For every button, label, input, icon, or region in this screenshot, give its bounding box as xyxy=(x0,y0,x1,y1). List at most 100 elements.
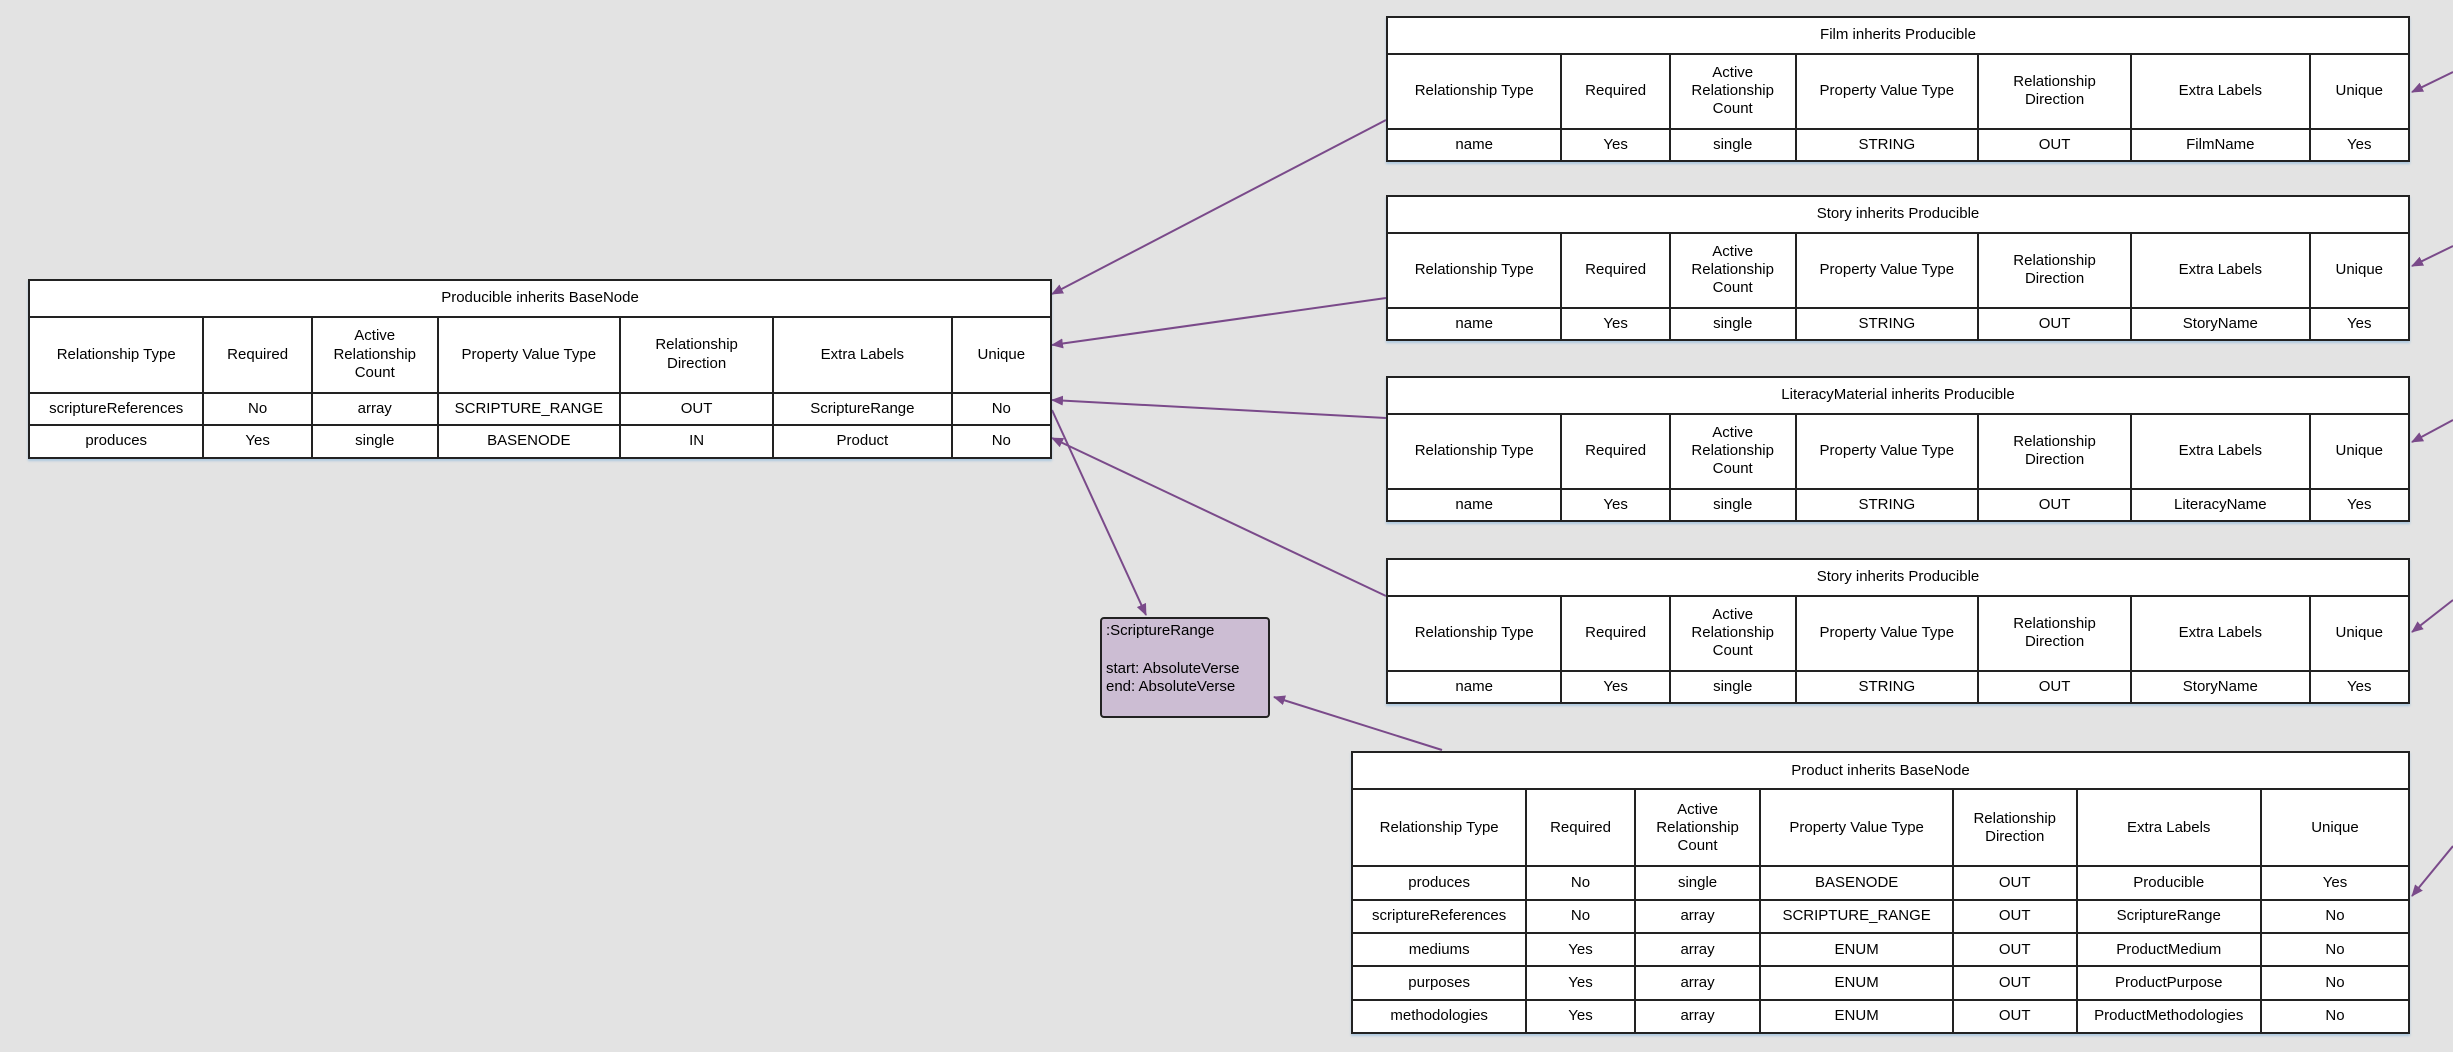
table-cell: ProductPurpose xyxy=(2075,965,2262,1001)
table-cell: name xyxy=(1385,669,1563,705)
table-cell: name xyxy=(1385,127,1563,163)
column-header: Active Relationship Count xyxy=(1668,52,1797,130)
table-cell: Yes xyxy=(2308,127,2411,163)
table-cell: No xyxy=(2259,932,2411,968)
table-cell: Yes xyxy=(202,424,313,459)
table-cell: name xyxy=(1385,306,1563,342)
table-cell: scriptureReferences xyxy=(27,391,205,427)
column-header: Relationship Type xyxy=(27,315,205,394)
entity-title: Film inherits Producible xyxy=(1386,16,2410,55)
table-cell: Yes xyxy=(2308,487,2411,523)
table-cell: methodologies xyxy=(1350,998,1528,1035)
table-cell: single xyxy=(310,424,439,459)
table-cell: STRING xyxy=(1794,487,1980,523)
edge-producible-to-scripturerange xyxy=(1051,409,1147,616)
note-end-line: end: AbsoluteVerse xyxy=(1106,678,1236,696)
table-cell: single xyxy=(1668,127,1797,163)
table-cell: Yes xyxy=(1560,127,1671,163)
table-cell: No xyxy=(2259,998,2411,1035)
column-header: Unique xyxy=(2308,231,2411,309)
table-cell: ENUM xyxy=(1759,998,1954,1035)
column-header: Unique xyxy=(950,315,1053,394)
table-cell: Yes xyxy=(1560,306,1671,342)
table-cell: OUT xyxy=(1951,865,2078,901)
table-cell: STRING xyxy=(1794,127,1980,163)
column-header: Relationship Type xyxy=(1385,52,1563,130)
column-header: Property Value Type xyxy=(1759,788,1954,868)
table-cell: SCRIPTURE_RANGE xyxy=(1759,898,1954,935)
edge-story2-to-producible xyxy=(1051,437,1387,597)
scripture-range-note[interactable]: :ScriptureRange start: AbsoluteVerse end… xyxy=(1100,617,1270,718)
column-header: Required xyxy=(1560,594,1671,672)
edge-offscreen-to-story2 xyxy=(2411,599,2453,633)
note-spacer xyxy=(1106,641,1264,660)
table-cell: Yes xyxy=(1525,998,1636,1035)
table-cell: array xyxy=(1633,898,1762,935)
column-header: Relationship Type xyxy=(1385,594,1563,672)
table-cell: ENUM xyxy=(1759,932,1954,968)
column-header: Relationship Direction xyxy=(619,315,775,394)
table-cell: LiteracyName xyxy=(2130,487,2311,523)
table-cell: Yes xyxy=(1525,932,1636,968)
column-header: Extra Labels xyxy=(2130,412,2311,490)
table-cell: single xyxy=(1668,306,1797,342)
edge-offscreen-to-film xyxy=(2411,71,2453,93)
table-cell: OUT xyxy=(1977,306,2133,342)
edge-story-to-producible xyxy=(1051,297,1387,349)
column-header: Relationship Direction xyxy=(1951,788,2078,868)
table-cell: BASENODE xyxy=(1759,865,1954,901)
table-cell: STRING xyxy=(1794,669,1980,705)
column-header: Required xyxy=(1560,412,1671,490)
table-cell: array xyxy=(1633,932,1762,968)
entity-title: LiteracyMaterial inherits Producible xyxy=(1386,376,2410,415)
table-cell: ProductMedium xyxy=(2075,932,2262,968)
table-cell: Yes xyxy=(2259,865,2411,901)
column-header: Active Relationship Count xyxy=(1668,412,1797,490)
column-header: Unique xyxy=(2308,52,2411,130)
column-header: Relationship Type xyxy=(1385,231,1563,309)
edge-literacy-to-producible xyxy=(1051,395,1387,419)
table-cell: OUT xyxy=(1977,487,2133,523)
table-cell: Producible xyxy=(2075,865,2262,901)
table-cell: mediums xyxy=(1350,932,1528,968)
table-cell: Product xyxy=(772,424,953,459)
table-cell: OUT xyxy=(1977,127,2133,163)
table-cell: IN xyxy=(619,424,775,459)
table-cell: OUT xyxy=(1951,965,2078,1001)
entity-title: Producible inherits BaseNode xyxy=(28,279,1052,318)
table-cell: array xyxy=(310,391,439,427)
table-cell: Yes xyxy=(2308,669,2411,705)
column-header: Extra Labels xyxy=(772,315,953,394)
column-header: Relationship Direction xyxy=(1977,412,2133,490)
table-cell: single xyxy=(1668,487,1797,523)
column-header: Unique xyxy=(2308,594,2411,672)
table-cell: No xyxy=(950,424,1053,459)
table-cell: produces xyxy=(27,424,205,459)
table-cell: No xyxy=(2259,898,2411,935)
column-header: Unique xyxy=(2259,788,2411,868)
edge-offscreen-to-literacy xyxy=(2411,419,2453,443)
column-header: Required xyxy=(1525,788,1636,868)
table-cell: SCRIPTURE_RANGE xyxy=(436,391,622,427)
